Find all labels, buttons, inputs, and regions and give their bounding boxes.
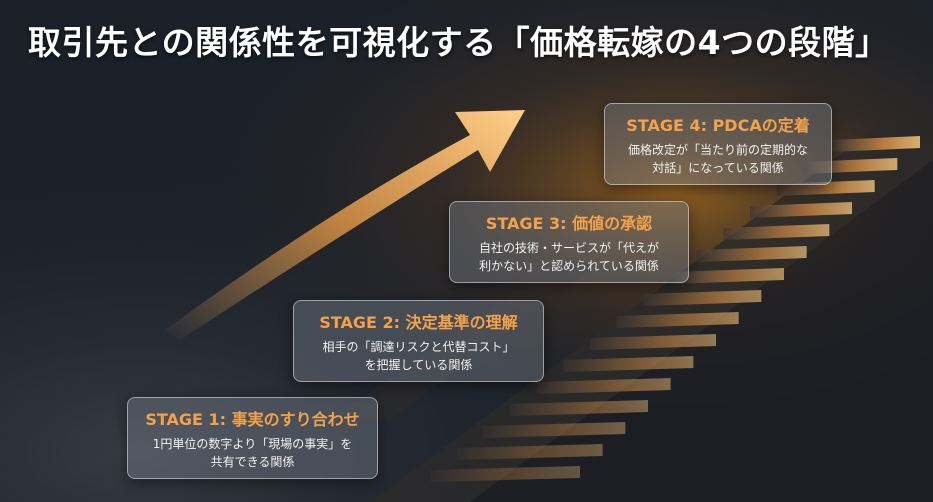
stair-step: [563, 356, 694, 372]
stage-3-desc-line1: 自社の技術・サービスが「代えが: [478, 241, 659, 255]
stair-step: [670, 268, 784, 284]
stair-step: [483, 422, 626, 438]
stage-3-description: 自社の技術・サービスが「代えが 利かない」と認められている関係: [450, 239, 688, 275]
page-title: 取引先との関係性を可視化する「価格転嫁の4つの段階」: [28, 23, 889, 62]
stair-step: [510, 400, 648, 416]
stair-step: [616, 312, 739, 328]
stage-3-heading: STAGE 3: 価値の承認: [485, 214, 653, 233]
stair-step: [456, 444, 603, 460]
stage-4-heading: STAGE 4: PDCAの定着: [626, 116, 810, 135]
stage-2-card: STAGE 2: 決定基準の理解 相手の「調達リスクと代替コスト」 を把握してい…: [293, 300, 544, 382]
stair-step: [696, 246, 807, 262]
stage-4-description: 価格改定が「当たり前の定期的な 対話」になっている関係: [605, 141, 831, 177]
stage-4-desc-line2: 対話」になっている関係: [652, 161, 784, 175]
stage-4-desc-line1: 価格改定が「当たり前の定期的な: [627, 143, 808, 157]
stage-1-card: STAGE 1: 事実のすり合わせ 1円単位の数字より「現場の事実」を 共有でき…: [127, 397, 378, 479]
stair-step: [750, 202, 852, 218]
stage-1-desc-line1: 1円単位の数字より「現場の事実」を: [152, 437, 353, 451]
stair-step: [536, 378, 671, 394]
stage-4-card: STAGE 4: PDCAの定着 価格改定が「当たり前の定期的な 対話」になって…: [604, 103, 832, 185]
stage-1-heading: STAGE 1: 事実のすり合わせ: [145, 410, 360, 429]
stair-step: [803, 158, 898, 174]
stage-2-heading: STAGE 2: 決定基準の理解: [319, 313, 518, 332]
stage-2-desc-line1: 相手の「調達リスクと代替コスト」: [322, 340, 515, 354]
stair-step: [590, 334, 716, 350]
stair-step: [643, 290, 762, 306]
stage-2-description: 相手の「調達リスクと代替コスト」 を把握している関係: [294, 338, 543, 374]
stage-3-desc-line2: 利かない」と認められている関係: [479, 259, 659, 273]
stair-step: [723, 224, 830, 240]
stage-3-card: STAGE 3: 価値の承認 自社の技術・サービスが「代えが 利かない」と認めら…: [449, 201, 689, 283]
stage-2-desc-line2: を把握している関係: [364, 358, 473, 372]
stair-step: [430, 466, 580, 482]
stage-1-desc-line2: 共有できる関係: [210, 455, 295, 469]
stage-1-description: 1円単位の数字より「現場の事実」を 共有できる関係: [128, 435, 377, 471]
stair-step: [830, 136, 920, 152]
